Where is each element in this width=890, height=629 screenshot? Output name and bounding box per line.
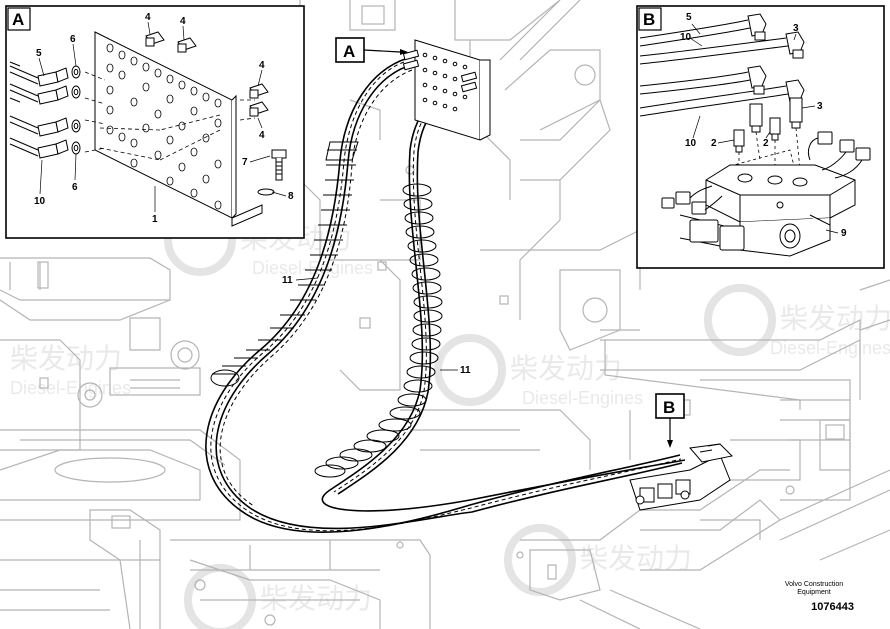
watermark-layer: 柴发动力 Diesel-Engines 柴发动力 Diesel-Engines … bbox=[10, 204, 890, 629]
svg-text:6: 6 bbox=[72, 182, 78, 193]
spiral-guard-left bbox=[210, 141, 359, 387]
adapters-top-detail-a bbox=[145, 31, 269, 117]
svg-text:3: 3 bbox=[817, 101, 823, 112]
svg-text:3: 3 bbox=[793, 23, 799, 34]
perforated-plate bbox=[94, 31, 263, 227]
spiral-guard-right bbox=[314, 183, 443, 478]
watermark-logo: 柴发动力 bbox=[184, 564, 372, 629]
hose-callout-right: 11 bbox=[440, 365, 471, 376]
svg-text:10: 10 bbox=[680, 32, 692, 43]
main-callout-a: A bbox=[335, 37, 408, 63]
hose-callout-left: 11 bbox=[282, 275, 319, 286]
svg-text:4: 4 bbox=[145, 12, 151, 23]
detail-box-b: B bbox=[636, 5, 885, 269]
svg-text:柴发动力: 柴发动力 bbox=[510, 352, 622, 385]
svg-text:11: 11 bbox=[460, 365, 471, 376]
callout-a-4-1: 4 bbox=[145, 12, 151, 35]
callout-a-6-top: 6 bbox=[70, 34, 77, 67]
callout-b-3-top: 3 bbox=[793, 23, 799, 41]
brand-caption: Volvo Construction Equipment bbox=[769, 581, 859, 597]
callout-a-6-bottom: 6 bbox=[72, 153, 78, 193]
alignment-lines-b bbox=[729, 127, 801, 176]
bolt-detail-a bbox=[257, 149, 287, 196]
svg-text:6: 6 bbox=[70, 34, 76, 45]
svg-text:7: 7 bbox=[242, 157, 248, 168]
svg-text:4: 4 bbox=[259, 60, 265, 71]
valve-block bbox=[679, 164, 856, 257]
washers-detail-a bbox=[71, 65, 81, 155]
callout-a-7: 7 bbox=[242, 155, 271, 168]
svg-text:B: B bbox=[643, 10, 655, 29]
svg-text:A: A bbox=[343, 42, 355, 61]
svg-text:5: 5 bbox=[36, 48, 42, 59]
watermark-logo: 柴发动力 Diesel-Engines bbox=[434, 334, 643, 408]
connectors-detail-b bbox=[661, 131, 871, 215]
svg-text:Diesel-Engines: Diesel-Engines bbox=[522, 388, 643, 408]
callout-b-9: 9 bbox=[825, 228, 847, 239]
svg-text:柴发动力: 柴发动力 bbox=[10, 342, 122, 375]
callout-a-1: 1 bbox=[152, 186, 158, 225]
detail-box-a: A bbox=[5, 5, 305, 239]
main-callout-b: B bbox=[655, 393, 685, 448]
hose-fittings-a bbox=[402, 49, 478, 93]
svg-text:1: 1 bbox=[152, 214, 158, 225]
plate-holes bbox=[106, 43, 222, 210]
callout-b-10-top: 10 bbox=[680, 32, 703, 47]
hose-bracket-plate bbox=[414, 39, 491, 141]
svg-text:2: 2 bbox=[763, 138, 769, 149]
watermark-logo: 柴发动力 Diesel-Engines bbox=[704, 284, 890, 358]
svg-text:11: 11 bbox=[282, 275, 293, 286]
brand-line-2: Equipment bbox=[797, 589, 831, 596]
callout-a-4-3: 4 bbox=[257, 60, 265, 87]
svg-text:5: 5 bbox=[686, 12, 692, 23]
svg-text:A: A bbox=[12, 10, 24, 29]
svg-text:Diesel-Engines: Diesel-Engines bbox=[252, 258, 373, 278]
svg-text:10: 10 bbox=[34, 196, 46, 207]
svg-text:柴发动力: 柴发动力 bbox=[260, 582, 372, 615]
svg-text:9: 9 bbox=[841, 228, 847, 239]
callout-b-10-bottom: 10 bbox=[685, 115, 701, 149]
svg-text:2: 2 bbox=[711, 138, 717, 149]
svg-text:柴发动力: 柴发动力 bbox=[780, 302, 890, 335]
svg-text:8: 8 bbox=[288, 191, 294, 202]
callout-a-4-2: 4 bbox=[180, 16, 186, 41]
svg-text:10: 10 bbox=[685, 138, 697, 149]
callout-a-4-4: 4 bbox=[257, 117, 265, 141]
svg-text:B: B bbox=[663, 398, 675, 417]
control-valve-main bbox=[629, 443, 734, 511]
callout-a-5: 5 bbox=[36, 48, 45, 77]
callout-b-2-right: 2 bbox=[763, 131, 771, 149]
svg-text:4: 4 bbox=[180, 16, 186, 27]
watermark-logo: 柴发动力 bbox=[504, 524, 692, 596]
alignment-lines-a bbox=[84, 71, 256, 161]
hose-fittings-detail-a bbox=[37, 67, 69, 159]
brand-line-1: Volvo Construction bbox=[784, 581, 844, 588]
callout-a-8: 8 bbox=[271, 191, 294, 202]
drawing-number: 1076443 bbox=[811, 601, 854, 613]
callout-a-10: 10 bbox=[34, 159, 46, 207]
svg-text:4: 4 bbox=[259, 130, 265, 141]
hoses-detail-a bbox=[9, 61, 39, 157]
hoses-detail-b bbox=[639, 19, 789, 117]
callout-b-5: 5 bbox=[686, 12, 701, 35]
callout-b-3-right: 3 bbox=[801, 101, 823, 112]
callout-b-2-left: 2 bbox=[711, 138, 735, 149]
